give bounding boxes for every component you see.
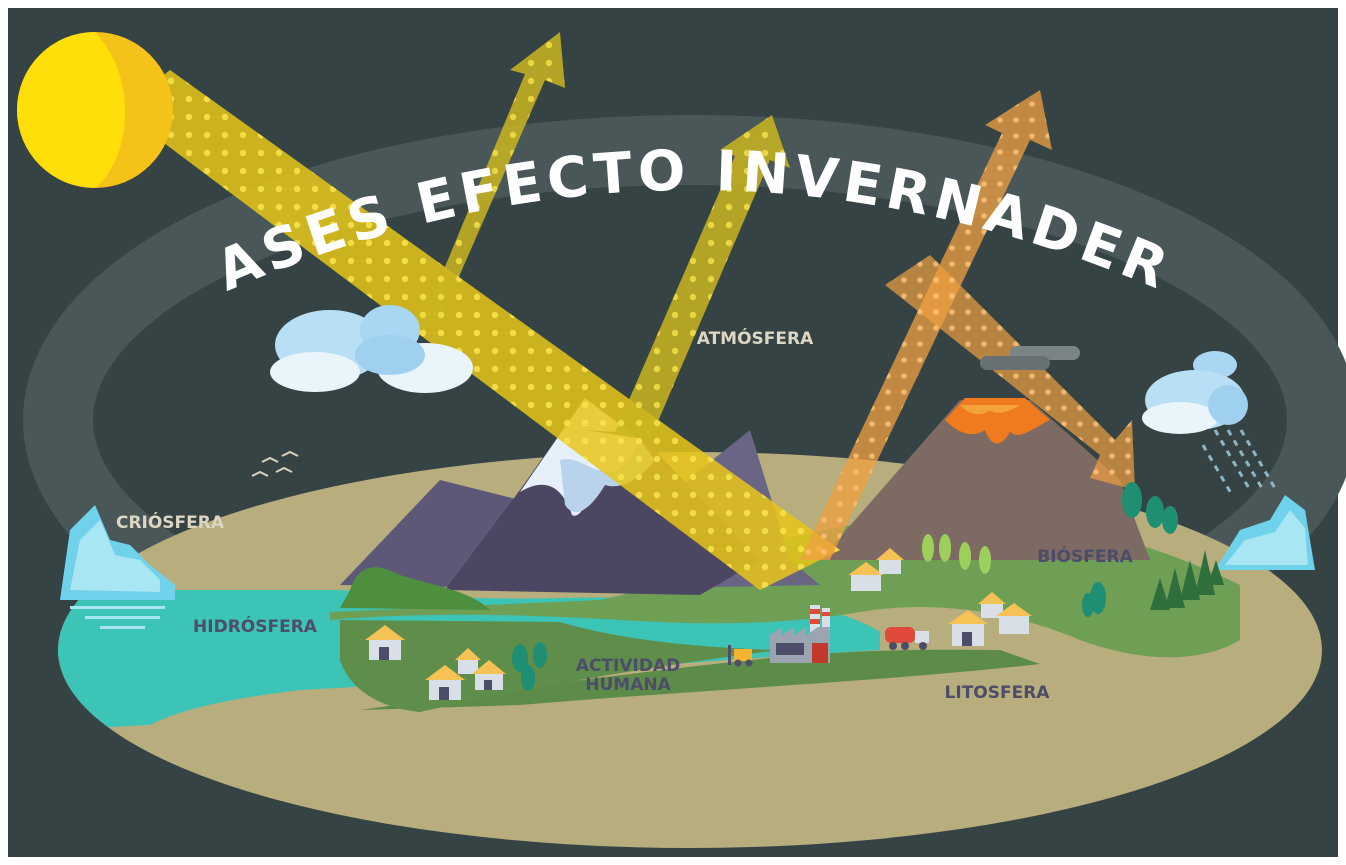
cloud-right xyxy=(1142,351,1248,434)
label-biosfera: BIÓSFERA xyxy=(1037,545,1133,567)
smoke-cloud xyxy=(980,346,1080,370)
volcano xyxy=(820,400,1150,560)
label-litosfera: LITOSFERA xyxy=(945,683,1051,703)
trees xyxy=(340,482,1224,691)
glacier-left xyxy=(60,505,175,629)
label-actividad-line2: HUMANA xyxy=(585,675,671,695)
label-criosfera: CRIÓSFERA xyxy=(116,511,225,533)
glacier-right xyxy=(1215,495,1315,570)
label-hidrosfera: HIDRÓSFERA xyxy=(193,615,318,637)
cloud-left xyxy=(270,305,473,393)
sun xyxy=(17,32,173,188)
rain xyxy=(1201,429,1278,496)
factory xyxy=(770,605,830,663)
forklift xyxy=(728,645,753,667)
houses xyxy=(365,548,1032,700)
truck xyxy=(885,627,929,650)
label-actividad-line1: ACTIVIDAD xyxy=(576,656,680,676)
label-atmosfera: ATMÓSFERA xyxy=(697,327,814,349)
birds xyxy=(251,450,299,477)
sun-rays xyxy=(120,32,1135,590)
